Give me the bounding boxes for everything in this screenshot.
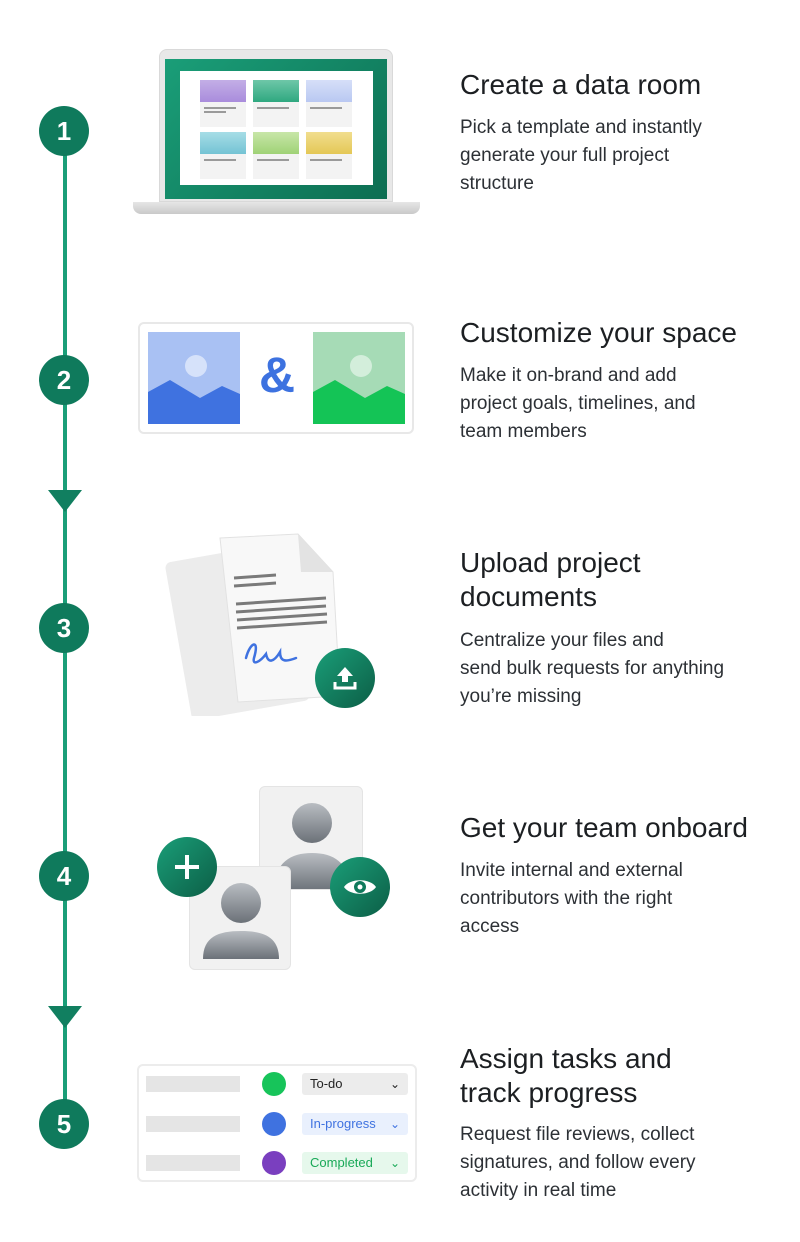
template-folder-icon bbox=[253, 80, 299, 127]
step-number-3: 3 bbox=[39, 603, 89, 653]
status-select[interactable]: Completed⌄ bbox=[302, 1152, 408, 1174]
timeline-arrow bbox=[48, 1006, 82, 1028]
task-placeholder bbox=[146, 1076, 240, 1092]
template-folder-icon bbox=[200, 132, 246, 179]
chevron-down-icon: ⌄ bbox=[389, 1156, 400, 1170]
step-number-4: 4 bbox=[39, 851, 89, 901]
step-number-1: 1 bbox=[39, 106, 89, 156]
step-number-5: 5 bbox=[39, 1099, 89, 1149]
person-icon bbox=[203, 883, 279, 959]
status-dot bbox=[262, 1151, 286, 1175]
task-placeholder bbox=[146, 1116, 240, 1132]
template-folder-icon bbox=[306, 132, 352, 179]
image-icon bbox=[148, 332, 240, 424]
status-select[interactable]: In-progress⌄ bbox=[302, 1113, 408, 1135]
chevron-down-icon: ⌄ bbox=[389, 1117, 400, 1131]
step-title: Create a data room bbox=[460, 69, 702, 100]
status-select[interactable]: To-do⌄ bbox=[302, 1073, 408, 1095]
step-number-2: 2 bbox=[39, 355, 89, 405]
template-folder-icon bbox=[253, 132, 299, 179]
eye-icon bbox=[330, 857, 390, 917]
status-dot bbox=[262, 1072, 286, 1096]
step-title: Get your team onboard bbox=[460, 812, 748, 843]
timeline-arrow bbox=[48, 490, 82, 512]
template-folder-icon bbox=[306, 80, 352, 127]
document-icon bbox=[165, 533, 341, 716]
person-card bbox=[189, 866, 291, 970]
chevron-down-icon: ⌄ bbox=[389, 1077, 400, 1091]
image-icon bbox=[313, 332, 405, 424]
template-folder-icon bbox=[200, 80, 246, 127]
task-placeholder bbox=[146, 1155, 240, 1171]
ampersand-glyph: & bbox=[258, 347, 296, 403]
step-title: Customize your space bbox=[460, 317, 738, 348]
status-dot bbox=[262, 1112, 286, 1136]
add-icon bbox=[157, 837, 217, 897]
upload-icon bbox=[315, 648, 375, 708]
